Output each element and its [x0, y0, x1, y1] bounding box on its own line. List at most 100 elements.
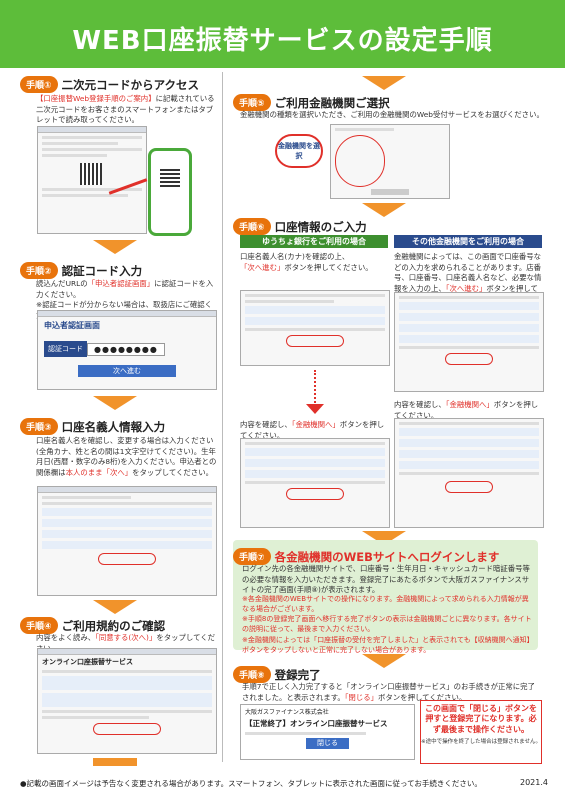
down-arrow-icon — [362, 203, 406, 217]
down-arrow-icon — [362, 654, 406, 668]
s6-l-red: 「次へ進む」 — [240, 262, 285, 272]
step-3-red: 本人のまま — [65, 468, 103, 478]
step-1-body: に記載されている二次元コードをお客さまのスマートフォンまたはタブレットで読み取っ… — [36, 94, 215, 125]
step-2-title: 認証コード入力 — [61, 263, 143, 278]
column-divider — [222, 72, 223, 762]
down-arrow-icon — [93, 600, 137, 614]
complete-screen-title: 【正常終了】オンライン口座振替サービス — [245, 719, 388, 728]
qr-scan-icon — [160, 167, 180, 187]
step-2-badge: 手順② — [20, 262, 58, 279]
down-arrow-icon — [362, 76, 406, 90]
warning-box: この画面で「閉じる」ボタンを押すと登録完了になります。必ず最後まで操作ください。… — [420, 700, 542, 764]
smartphone-icon — [148, 148, 192, 236]
bank-type-highlight[interactable] — [335, 135, 385, 187]
step-8-end: ボタンを押してください。 — [378, 692, 467, 702]
step-1-document-image — [37, 126, 147, 234]
step-7-note-3: ※金融機関によっては「口座振替の受付を完了しました」と表示されても【収納機関へ通… — [242, 635, 534, 654]
step-1-badge: 手順① — [20, 76, 58, 93]
terms-screen-title: オンライン口座振替サービス — [42, 658, 133, 666]
step-8-text: 手順7で正しく入力完了すると「オンライン口座振替サービス」のお手続きが正常に完了… — [242, 682, 540, 703]
dotted-connector — [314, 370, 316, 406]
step-6-left-confirm: 内容を確認し、「金融機関へ」ボタンを押してください。 — [240, 420, 388, 441]
s6-r3: 内容を確認し、 — [394, 400, 446, 409]
s6-r-red: 「次へ進む」 — [445, 284, 487, 294]
step-7-note-2: ※手順8の登録完了画面へ移行する完了ボタンの表示は金融機関ごとに異なります。各サ… — [242, 615, 532, 634]
step-8-badge: 手順⑧ — [233, 666, 271, 683]
step-5-badge: 手順⑤ — [233, 94, 271, 111]
auth-screen-title: 申込者認証画面 — [44, 321, 100, 330]
footer-note: ●記載の画面イメージは予告なく変更される場合があります。スマートフォン、タブレッ… — [20, 779, 482, 788]
s6-r4: ボタンを押してください。 — [394, 400, 539, 420]
step-4-badge: 手順④ — [20, 617, 58, 634]
red-arrow-icon — [306, 404, 324, 414]
bank-select-callout: 金融機関を選択 — [275, 134, 323, 168]
step-5-screen — [330, 124, 450, 199]
step-5-title: ご利用金融機関ご選択 — [274, 95, 390, 110]
step-2-red: 「申込者認証画面」 — [87, 279, 155, 288]
warning-text: この画面で「閉じる」ボタンを押すと登録完了になります。必ず最後まで操作ください。 — [425, 704, 537, 734]
step-8-title: 登録完了 — [274, 667, 321, 682]
step-7-box — [233, 540, 538, 650]
agree-button-highlight[interactable] — [93, 723, 161, 735]
other-to-bank-highlight[interactable] — [445, 481, 493, 493]
s6-l-red3: 「金融機関へ」 — [291, 420, 340, 429]
step-7-badge: 手順⑦ — [233, 548, 271, 565]
step-1-red: 【口座振替Web登録手順のご案内】 — [36, 94, 156, 103]
yucho-to-bank-highlight[interactable] — [286, 488, 344, 500]
s6-l2: ボタンを押してください。 — [284, 262, 373, 272]
step-6-badge: 手順⑥ — [233, 218, 271, 235]
step-8-red: 「閉じる」 — [344, 692, 378, 702]
step-7-notes: ※各金融機関のWEBサイトでの操作になります。金融機関によって求められる入力情報… — [242, 594, 534, 655]
step-4-red: 「同意する(次へ)」 — [95, 633, 157, 642]
step-7-title: 各金融機関のWEBサイトへログインします — [274, 549, 500, 564]
step-7-note-1: ※各金融機関のWEBサイトでの操作になります。金融機関によって求められる入力情報… — [242, 595, 529, 614]
step-8-screen: 大阪ガスファイナンス株式会社 【正常終了】オンライン口座振替サービス 閉じる — [240, 704, 415, 760]
s6-l1: 口座名義人名(カナ)を確認の上、 — [240, 252, 350, 261]
step-2-body: に認証コードを入力ください。 — [36, 279, 214, 299]
step-3-next-highlight[interactable] — [98, 553, 156, 565]
auth-next-button[interactable]: 次へ進む — [78, 365, 176, 377]
other-next-highlight[interactable] — [445, 353, 493, 365]
step-3-end: をタップしてください。 — [132, 468, 213, 478]
step-6-right-confirm: 内容を確認し、「金融機関へ」ボタンを押してください。 — [394, 400, 544, 421]
close-button[interactable]: 閉じる — [306, 738, 349, 749]
step-6-other-screen — [394, 292, 544, 392]
footer-date: 2021.4 — [520, 778, 548, 787]
step-7-text: ログイン先の各金融機関サイトで、口座番号・生年月日・キャッシュカード暗証番号等の… — [242, 564, 530, 595]
auth-code-label: 認証コード — [44, 341, 87, 357]
step-1-title: 二次元コードからアクセス — [61, 77, 200, 92]
down-arrow-icon — [93, 758, 137, 766]
s6-r-red3: 「金融機関へ」 — [445, 400, 494, 409]
step-4-screen: オンライン口座振替サービス — [37, 648, 217, 754]
complete-screen-company: 大阪ガスファイナンス株式会社 — [245, 709, 329, 716]
step-3-badge: 手順③ — [20, 418, 58, 435]
step-3-screen — [37, 486, 217, 596]
auth-code-input[interactable]: ●●●●●●●● — [87, 342, 165, 356]
step-6-title: 口座情報のご入力 — [274, 219, 367, 234]
step-3-text: 口座名義人名を確認し、変更する場合は入力ください(全角カナ、姓と名の間は1文字空… — [36, 436, 218, 479]
step-5-text: 金融機関の種類を選択いただき、ご利用の金融機関のWeb受付サービスをお選びくださ… — [240, 110, 544, 119]
yucho-next-highlight[interactable] — [286, 335, 344, 347]
step-3-red2: 「次へ」 — [102, 468, 133, 478]
s6-l4: ボタンを押してください。 — [240, 420, 385, 440]
yucho-band: ゆうちょ銀行をご利用の場合 — [240, 235, 388, 248]
step-6-yucho-screen — [240, 290, 390, 366]
step-4-pre: 内容をよく読み、 — [36, 633, 96, 642]
down-arrow-icon — [93, 240, 137, 254]
step-6-left-text: 口座名義人名(カナ)を確認の上、「次へ進む」ボタンを押してください。 — [240, 252, 388, 273]
down-arrow-icon — [93, 396, 137, 410]
step-2-pre: 読込んだURLの — [36, 279, 88, 288]
page-header — [0, 0, 565, 68]
step-4-title: ご利用規約のご確認 — [61, 618, 166, 633]
step-1-text: 【口座振替Web登録手順のご案内】に記載されている二次元コードをお客さまのスマー… — [36, 94, 218, 126]
step-2-screen: 申込者認証画面 認証コード ●●●●●●●● 次へ進む — [37, 310, 217, 390]
s6-r1: 金融機関によっては、この画面で口座番号などの入力を求められることがあります。店番… — [394, 252, 542, 294]
